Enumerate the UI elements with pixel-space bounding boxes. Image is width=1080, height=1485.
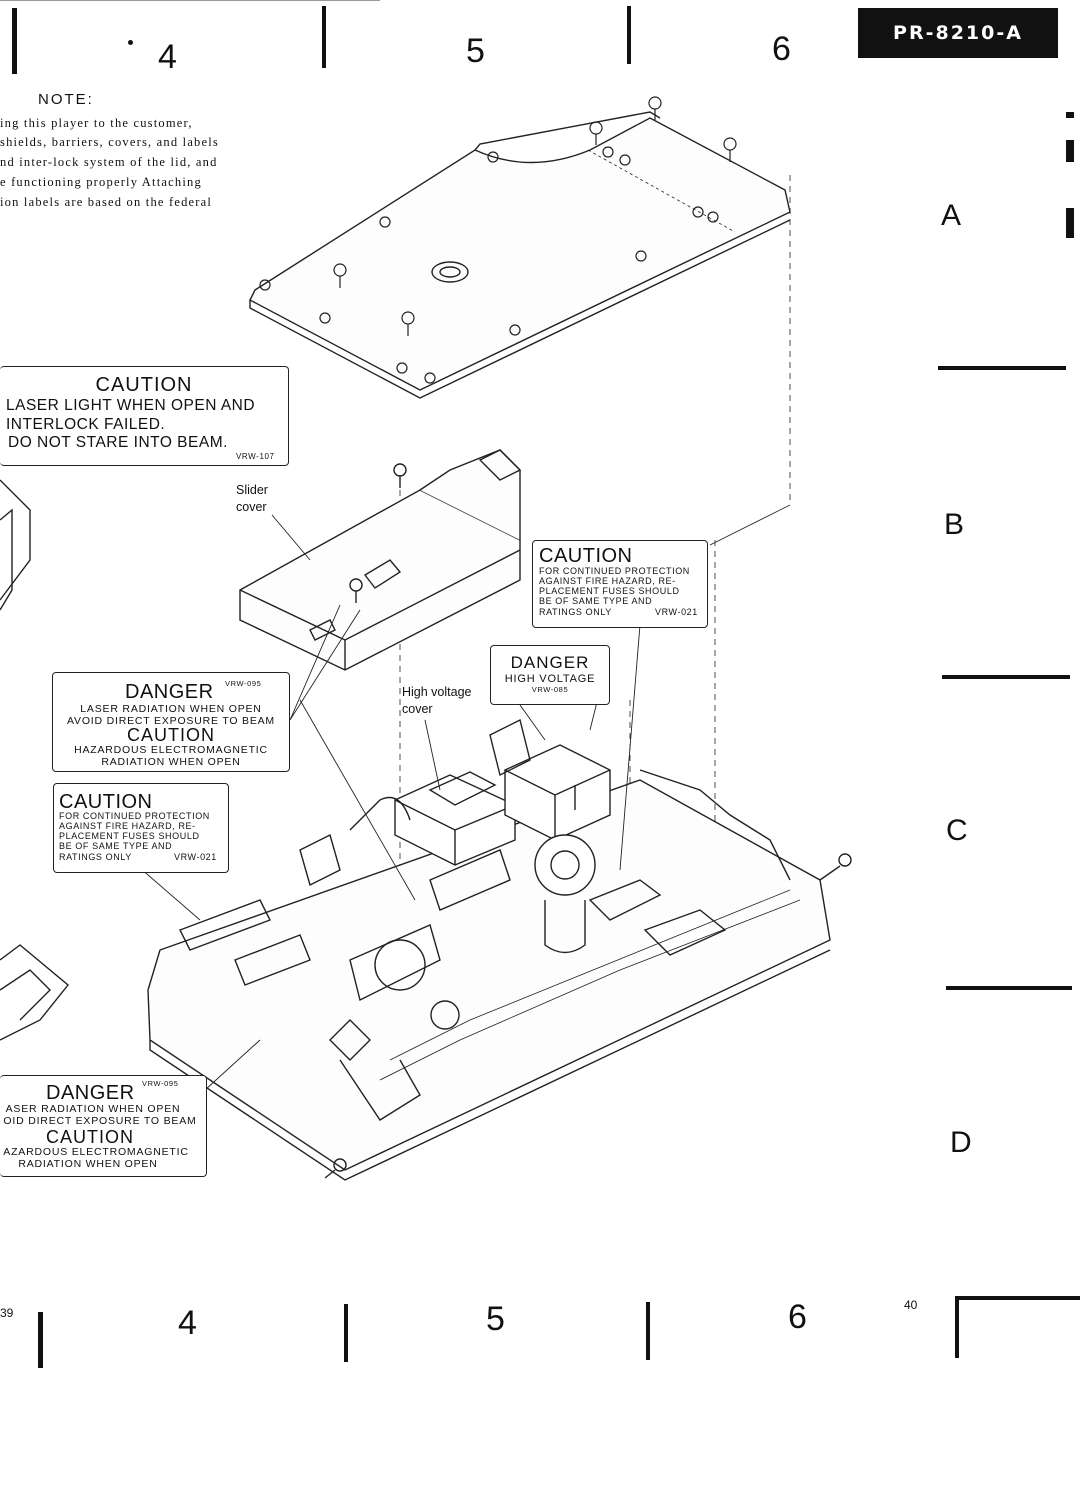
note-line: shields, barriers, covers, and labels: [0, 135, 219, 149]
column-number-bottom: 6: [788, 1298, 808, 1336]
label-line: FOR CONTINUED PROTECTION: [59, 811, 210, 821]
label-line: RADIATION WHEN OPEN: [18, 1158, 158, 1170]
page-number-right: 40: [904, 1298, 918, 1312]
label-line: PLACEMENT FUSES SHOULD: [59, 831, 200, 841]
label-code: VRW-085: [531, 685, 569, 694]
label-line: BE OF SAME TYPE AND: [59, 841, 173, 851]
column-number-top: 4: [158, 38, 178, 76]
label-title: DANGER: [125, 681, 214, 703]
label-line: PLACEMENT FUSES SHOULD: [539, 586, 680, 596]
label-line: INTERLOCK FAILED.: [6, 416, 166, 433]
label-line: HIGH VOLTAGE: [504, 673, 596, 685]
corner-mark-vertical: [955, 1296, 959, 1358]
danger-label-laser-bottom: DANGER VRW-095 ASER RADIATION WHEN OPEN …: [0, 1075, 207, 1177]
label-line: LASER RADIATION WHEN OPEN: [80, 703, 262, 715]
note-line: e functioning properly Attaching: [0, 175, 202, 189]
row-letter: B: [944, 508, 965, 541]
caution-label-fuse-left: CAUTION FOR CONTINUED PROTECTION AGAINST…: [53, 783, 229, 873]
row-letter: C: [946, 814, 968, 847]
label-code: VRW-095: [142, 1079, 179, 1088]
label-title: CAUTION: [539, 545, 633, 567]
label-line: FOR CONTINUED PROTECTION: [539, 566, 690, 576]
model-badge: PR-8210-A: [858, 8, 1058, 58]
column-divider: [38, 1312, 43, 1368]
column-number-bottom: 5: [486, 1300, 506, 1338]
page-number-left: 39: [0, 1306, 14, 1320]
callout-line: cover: [402, 701, 433, 716]
dot-mark: [128, 40, 133, 45]
column-divider: [12, 8, 17, 74]
label-line: DO NOT STARE INTO BEAM.: [8, 434, 228, 451]
note-line: nd inter-lock system of the lid, and: [0, 155, 218, 169]
label-line: RATINGS ONLY: [539, 607, 612, 617]
callout-line: High voltage: [402, 685, 472, 699]
caution-label-lid: CAUTION LASER LIGHT WHEN OPEN AND INTERL…: [0, 366, 289, 466]
column-divider: [627, 6, 631, 64]
callout-slider-cover: Slider cover: [236, 482, 268, 516]
row-divider: [946, 986, 1072, 990]
column-divider: [344, 1304, 348, 1362]
column-number-top: 5: [466, 32, 486, 70]
label-line: AGAINST FIRE HAZARD, RE-: [539, 576, 676, 586]
label-line: ASER RADIATION WHEN OPEN: [5, 1103, 181, 1115]
label-title: CAUTION: [59, 791, 153, 813]
row-letter: D: [950, 1126, 972, 1159]
label-title: DANGER: [510, 653, 590, 672]
edge-mark: [1066, 112, 1074, 118]
callout-high-voltage-cover: High voltage cover: [402, 684, 472, 718]
label-code: VRW-021: [655, 607, 698, 617]
note-line: ing this player to the customer,: [0, 116, 193, 130]
caution-label-fuse-right: CAUTION FOR CONTINUED PROTECTION AGAINST…: [532, 540, 708, 628]
column-number-bottom: 4: [178, 1304, 198, 1342]
row-divider: [938, 366, 1066, 370]
label-caution: CAUTION: [127, 725, 215, 745]
edge-mark: [1066, 140, 1074, 162]
label-line: LASER LIGHT WHEN OPEN AND: [6, 397, 256, 414]
label-line: AZARDOUS ELECTROMAGNETIC: [3, 1146, 189, 1158]
note-title: NOTE:: [38, 91, 94, 108]
label-line: BE OF SAME TYPE AND: [539, 596, 653, 606]
label-title: DANGER: [46, 1082, 135, 1104]
label-line: HAZARDOUS ELECTROMAGNETIC: [74, 744, 268, 756]
note-line: ion labels are based on the federal: [0, 195, 213, 209]
label-code: VRW-107: [236, 452, 275, 461]
column-number-top: 6: [772, 30, 792, 68]
row-letter: A: [941, 199, 962, 232]
row-divider: [942, 675, 1070, 679]
danger-label-high-voltage: DANGER HIGH VOLTAGE VRW-085: [490, 645, 610, 705]
label-line: AVOID DIRECT EXPOSURE TO BEAM: [67, 715, 275, 727]
edge-mark: [1066, 208, 1074, 238]
column-divider: [646, 1302, 650, 1360]
top-rule: [0, 0, 380, 1]
danger-label-laser-mid: DANGER VRW-095 LASER RADIATION WHEN OPEN…: [52, 672, 290, 772]
column-divider: [322, 6, 326, 68]
label-line: AGAINST FIRE HAZARD, RE-: [59, 821, 196, 831]
callout-line: cover: [236, 499, 267, 514]
label-caution: CAUTION: [46, 1127, 134, 1147]
callout-line: Slider: [236, 483, 268, 497]
label-title: CAUTION: [95, 374, 193, 396]
corner-mark-horizontal: [955, 1296, 1080, 1300]
label-line: RADIATION WHEN OPEN: [101, 756, 241, 768]
label-line: OID DIRECT EXPOSURE TO BEAM: [3, 1115, 197, 1127]
label-code: VRW-021: [174, 852, 217, 862]
label-line: RATINGS ONLY: [59, 852, 132, 862]
label-code: VRW-095: [225, 679, 262, 688]
